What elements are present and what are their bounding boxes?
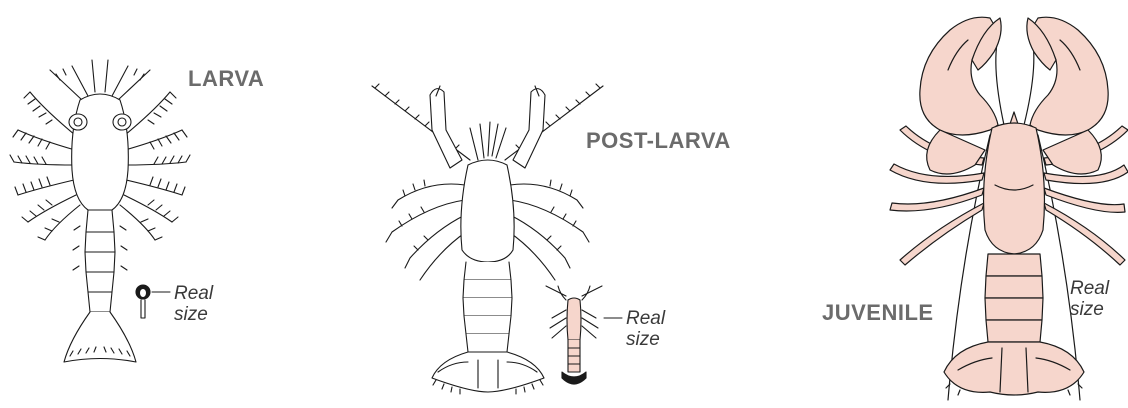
- stage-label-larva: LARVA: [188, 66, 264, 92]
- stage-label-post-larva: POST-LARVA: [586, 128, 731, 154]
- real-size-label-larva-line2: size: [174, 304, 213, 325]
- stage-label-juvenile: JUVENILE: [822, 300, 934, 326]
- real-size-label-post-larva: Real size: [626, 308, 665, 350]
- real-size-label-larva: Real size: [174, 283, 213, 325]
- real-size-label-post-larva-line1: Real: [626, 308, 665, 329]
- real-size-label-larva-line1: Real: [174, 283, 213, 304]
- real-size-label-post-larva-line2: size: [626, 329, 665, 350]
- real-size-label-juvenile-line1: Real: [1070, 278, 1109, 299]
- real-size-label-juvenile-line2: size: [1070, 299, 1109, 320]
- real-size-label-juvenile: Real size: [1070, 278, 1109, 320]
